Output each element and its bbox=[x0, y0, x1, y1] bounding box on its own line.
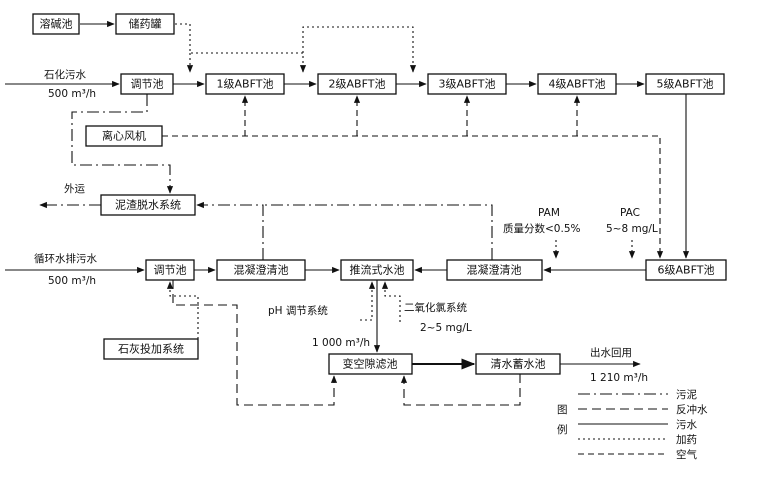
legend-air-label: 空气 bbox=[676, 448, 697, 461]
regulating-tank-1-label: 调节池 bbox=[131, 78, 164, 91]
clarifier1-sludge-line bbox=[196, 201, 264, 260]
clo2-system-label: 二氧化氯系统 bbox=[404, 301, 467, 314]
legend-backwash-label: 反冲水 bbox=[676, 403, 708, 416]
sludge-lines bbox=[39, 94, 493, 260]
abft-1-box: 1级ABFT池 bbox=[205, 73, 285, 95]
abft-6-label: 6级ABFT池 bbox=[658, 264, 715, 277]
abft-1-label: 1级ABFT池 bbox=[217, 78, 274, 91]
lime-dosing-line bbox=[166, 281, 199, 339]
dosing-header-line bbox=[175, 23, 307, 73]
abft-5-box: 5级ABFT池 bbox=[645, 73, 725, 95]
legend-sewage-label: 污水 bbox=[676, 419, 697, 431]
clarifier-2-box: 混凝澄清池 bbox=[446, 259, 543, 281]
pac-label: PAC bbox=[620, 207, 640, 219]
dewatering-label: 泥渣脱水系统 bbox=[115, 198, 181, 212]
air-lines bbox=[162, 95, 664, 259]
clean-water-tank-label: 清水蓄水池 bbox=[491, 358, 546, 371]
legend-title-char-1: 图 bbox=[557, 404, 568, 416]
ship-out-label: 外运 bbox=[64, 183, 85, 195]
abft-2-label: 2级ABFT池 bbox=[329, 78, 386, 91]
abft-3-box: 3级ABFT池 bbox=[427, 73, 507, 95]
blower-label: 离心风机 bbox=[102, 129, 146, 143]
abft-2-box: 2级ABFT池 bbox=[317, 73, 397, 95]
mix-tank-label: 溶碱池 bbox=[40, 17, 73, 31]
clean-water-tank-box: 清水蓄水池 bbox=[475, 353, 561, 375]
regulating-tank-2-label: 调节池 bbox=[154, 264, 187, 277]
clarifier-1-label: 混凝澄清池 bbox=[234, 263, 289, 277]
legend-dosing-label: 加药 bbox=[676, 434, 697, 446]
variable-pore-filter-box: 变空隙滤池 bbox=[328, 353, 413, 375]
pam-concentration-label: 质量分数<0.5% bbox=[503, 222, 580, 235]
lime-dosing-box: 石灰投加系统 bbox=[103, 338, 199, 360]
dosing-lines bbox=[166, 23, 636, 339]
reg1-sludge-line bbox=[71, 94, 174, 194]
filter-flow-label: 1 000 m³/h bbox=[312, 337, 370, 349]
petro-flow-label: 500 m³/h bbox=[48, 88, 96, 100]
pac-dose-label: 5~8 mg/L bbox=[606, 223, 658, 235]
legend-title-char-2: 例 bbox=[557, 423, 568, 436]
clean-to-filter-backwash-line bbox=[400, 374, 521, 406]
clo2-dose-label: 2~5 mg/L bbox=[420, 322, 472, 334]
clarifier-2-label: 混凝澄清池 bbox=[467, 263, 522, 277]
abft-5-label: 5级ABFT池 bbox=[657, 78, 714, 91]
variable-pore-filter-label: 变空隙滤池 bbox=[343, 357, 398, 371]
reuse-label: 出水回用 bbox=[590, 346, 632, 359]
dewatering-box: 泥渣脱水系统 bbox=[100, 194, 196, 216]
backwash-lines bbox=[172, 280, 521, 406]
clo2-dosing-line bbox=[381, 281, 401, 322]
reuse-flow-label: 1 210 m³/h bbox=[590, 372, 648, 384]
plug-flow-tank-box: 推流式水池 bbox=[340, 259, 414, 281]
ph-system-label: pH 调节系统 bbox=[268, 304, 328, 317]
sewage-flow-lines bbox=[5, 20, 690, 370]
storage-tank-box: 储药罐 bbox=[115, 13, 175, 35]
blower-box: 离心风机 bbox=[85, 125, 163, 147]
cooling-flow-label: 500 m³/h bbox=[48, 275, 96, 287]
storage-tank-label: 储药罐 bbox=[129, 17, 162, 31]
mix-tank-box: 溶碱池 bbox=[32, 13, 80, 35]
air-header-line bbox=[162, 135, 664, 259]
pam-label: PAM bbox=[538, 207, 560, 219]
regulating-tank-2-box: 调节池 bbox=[145, 259, 195, 281]
legend-sludge-label: 污泥 bbox=[676, 388, 697, 401]
legend: 图 例 污泥 反冲水 污水 加药 空气 bbox=[557, 388, 708, 461]
abft-4-box: 4级ABFT池 bbox=[537, 73, 617, 95]
lime-dosing-label: 石灰投加系统 bbox=[118, 342, 184, 356]
regulating-tank-1-box: 调节池 bbox=[120, 73, 174, 95]
petro-wastewater-label: 石化污水 bbox=[44, 68, 86, 81]
abft-4-label: 4级ABFT池 bbox=[549, 78, 606, 91]
filter-backwash-to-reg2-line bbox=[172, 280, 338, 406]
dosing-to-abft3-line bbox=[302, 26, 417, 73]
clarifier-1-box: 混凝澄清池 bbox=[216, 259, 306, 281]
abft-3-label: 3级ABFT池 bbox=[439, 78, 496, 91]
ph-dosing-line bbox=[360, 281, 376, 321]
cooling-water-label: 循环水排污水 bbox=[34, 252, 97, 265]
abft-6-box: 6级ABFT池 bbox=[645, 259, 727, 281]
clarifier2-sludge-line bbox=[263, 204, 493, 260]
plug-flow-tank-label: 推流式水池 bbox=[350, 263, 405, 277]
